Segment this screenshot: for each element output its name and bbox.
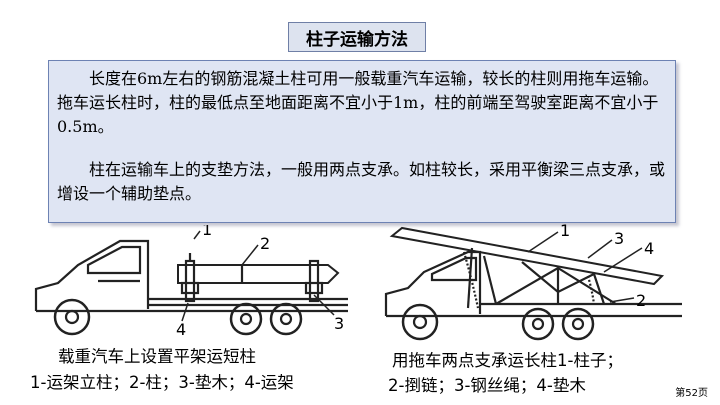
right-label-4: 4	[644, 239, 654, 258]
trailer-long-column-figure: 1 3 4 2	[384, 222, 682, 341]
left-label-2: 2	[260, 234, 270, 253]
page-number: 第52页	[675, 388, 708, 399]
truck-short-column-figure: 1 2 3 4	[34, 225, 348, 339]
slide-title: 柱子运输方法	[288, 22, 426, 52]
paragraph-1: 长度在6m左右的钢筋混凝土柱可用一般载重汽车运输，较长的柱则用拖车运输。拖车运长…	[57, 69, 659, 136]
right-label-1: 1	[560, 222, 570, 240]
left-label-3: 3	[334, 314, 344, 333]
left-caption-line2: 1-运架立柱；2-柱；3-垫木；4-运架	[30, 373, 294, 392]
left-label-4: 4	[176, 320, 186, 339]
description-panel: 长度在6m左右的钢筋混凝土柱可用一般载重汽车运输，较长的柱则用拖车运输。拖车运长…	[48, 60, 676, 223]
right-caption-line2: 2-捯链；3-钢丝绳；4-垫木	[388, 376, 586, 395]
left-caption-line1: 载重汽车上设置平架运短柱	[58, 347, 256, 366]
right-caption-line1: 用拖车两点支承运长柱1-柱子；	[392, 351, 623, 370]
right-label-3: 3	[614, 229, 624, 248]
right-label-2: 2	[636, 291, 646, 310]
paragraph-2: 柱在运输车上的支垫方法，一般用两点支承。如柱较长，采用平衡梁三点支承，或增设一个…	[57, 160, 666, 203]
left-label-1: 1	[202, 225, 212, 239]
